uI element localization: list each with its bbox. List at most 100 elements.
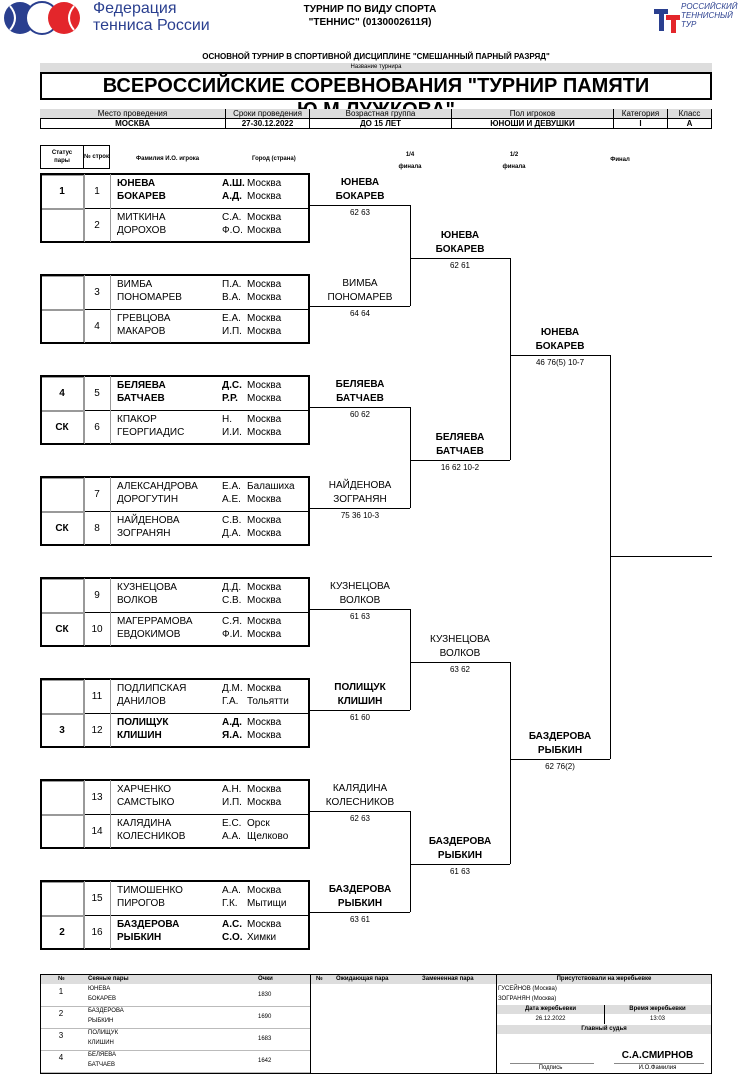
row-number: 1 <box>94 186 100 197</box>
qf-line <box>410 662 510 663</box>
info-cat-label: Категория <box>614 109 668 118</box>
footer-pts-head: Очки <box>258 976 273 982</box>
row-number: 13 <box>91 792 103 803</box>
footer-present-head: Присутствовали на жеребьевке <box>556 976 652 982</box>
row-number: 5 <box>94 388 100 399</box>
player-city: Москва <box>247 494 282 505</box>
player-city: Москва <box>247 393 282 404</box>
player-initials: И.П. <box>222 797 242 808</box>
player-city: Москва <box>247 225 282 236</box>
info-cat-value: I <box>614 118 668 129</box>
player-surname: КУЗНЕЦОВА <box>117 582 177 593</box>
qf-connector <box>510 662 511 864</box>
row-number: 4 <box>94 321 100 332</box>
qf-score: 61 63 <box>449 867 471 876</box>
sign-caption: Подпись <box>538 1065 563 1071</box>
player-surname: ЮНЕВА <box>117 178 156 189</box>
player-initials: А.Н. <box>222 784 242 795</box>
r1-line <box>310 306 410 307</box>
info-dates-label: Сроки проведения <box>226 109 310 118</box>
r1-score: 64 64 <box>349 309 371 318</box>
player-surname: ПИРОГОВ <box>117 898 165 909</box>
ftr-name-line2: тенниса России <box>93 17 210 34</box>
player-initials: В.А. <box>222 292 241 303</box>
player-city: Москва <box>247 279 282 290</box>
player-surname: АЛЕКСАНДРОВА <box>117 481 198 492</box>
seed-row-line <box>41 1050 310 1051</box>
player-initials: Г.А. <box>222 696 239 707</box>
r1-score: 60 62 <box>349 410 371 419</box>
name-col-line <box>110 881 111 949</box>
player-city: Москва <box>247 885 282 896</box>
player-city: Москва <box>247 178 282 189</box>
player-surname: ДАНИЛОВ <box>117 696 166 707</box>
r1-winner-a: НАЙДЕНОВА <box>328 480 392 491</box>
judge-head: Главный судья <box>581 1026 627 1032</box>
player-city: Москва <box>247 797 282 808</box>
r1-score: 62 63 <box>349 208 371 217</box>
player-city: Москва <box>247 582 282 593</box>
player-initials: А.Е. <box>222 494 241 505</box>
player-surname: ВОЛКОВ <box>117 595 158 606</box>
num-col-line <box>84 780 85 848</box>
player-surname: ЕВДОКИМОВ <box>117 629 181 640</box>
player-city: Москва <box>247 616 282 627</box>
player-surname: БЕЛЯЕВА <box>117 380 166 391</box>
sf-score: 46 76(5) 10-7 <box>535 358 585 367</box>
row-number: 6 <box>94 422 100 433</box>
player-initials: А.А. <box>222 885 241 896</box>
qf-winner-a: БЕЛЯЕВА <box>435 432 485 443</box>
status-value: 2 <box>59 927 65 938</box>
row-number: 8 <box>94 523 100 534</box>
name-col-line <box>110 275 111 343</box>
player-surname: ПОДЛИПСКАЯ <box>117 683 187 694</box>
sf-head2: финала <box>502 164 526 170</box>
row-number: 10 <box>91 624 103 635</box>
match-divider <box>84 309 310 310</box>
player-city: Москва <box>247 427 282 438</box>
player-initials: А.Д. <box>222 191 242 202</box>
footer-wait-head: Ожидающая пара <box>336 976 389 982</box>
info-age-label: Возрастная группа <box>310 109 452 118</box>
qf-line <box>410 460 510 461</box>
footer-header-bar <box>41 975 711 984</box>
r1-winner-b: БАТЧАЕВ <box>336 393 384 404</box>
player-initials: Н. <box>222 414 232 425</box>
seed-player-a: БАЗДЕРОВА <box>88 1008 124 1014</box>
status-head: Статус пары <box>40 145 84 169</box>
player-city: Москва <box>247 515 282 526</box>
player-city: Мытищи <box>247 898 287 909</box>
player-surname: КОЛЕСНИКОВ <box>117 831 186 842</box>
player-surname: САМСТЫКО <box>117 797 175 808</box>
player-surname: НАЙДЕНОВА <box>117 515 180 526</box>
player-surname: ТИМОШЕНКО <box>117 885 183 896</box>
sf-line <box>510 759 610 760</box>
row-number: 3 <box>94 287 100 298</box>
player-city: Москва <box>247 730 282 741</box>
player-initials: А.А. <box>222 831 241 842</box>
footer-no2-head: № <box>316 976 323 982</box>
name-col-line <box>110 376 111 444</box>
row-number: 2 <box>94 220 100 231</box>
num-col-line <box>84 679 85 747</box>
qf-line <box>410 864 510 865</box>
draw-date: 26.12.2022 <box>535 1016 566 1022</box>
sf-head: 1/2 <box>509 152 519 158</box>
row-number: 11 <box>91 691 103 702</box>
player-initials: Е.С. <box>222 818 242 829</box>
r1-score: 61 63 <box>349 612 371 621</box>
player-city: Тольятти <box>247 696 289 707</box>
discipline-line: ОСНОВНОЙ ТУРНИР В СПОРТИВНОЙ ДИСЦИПЛИНЕ … <box>202 52 550 61</box>
ftr-logo-icon <box>4 1 80 35</box>
player-city: Москва <box>247 919 282 930</box>
seed-number: 3 <box>58 1031 64 1040</box>
r1-winner-a: ЮНЕВА <box>340 177 380 188</box>
rtt-line3: ТУР <box>681 20 697 29</box>
qf-winner-b: БАТЧАЕВ <box>436 446 484 457</box>
player-initials: Ф.О. <box>222 225 243 236</box>
player-city: Москва <box>247 683 282 694</box>
player-city: Москва <box>247 191 282 202</box>
sf-winner-b: РЫБКИН <box>537 745 583 756</box>
player-initials: Ф.И. <box>222 629 243 640</box>
seed-player-b: КЛИШИН <box>88 1040 114 1046</box>
